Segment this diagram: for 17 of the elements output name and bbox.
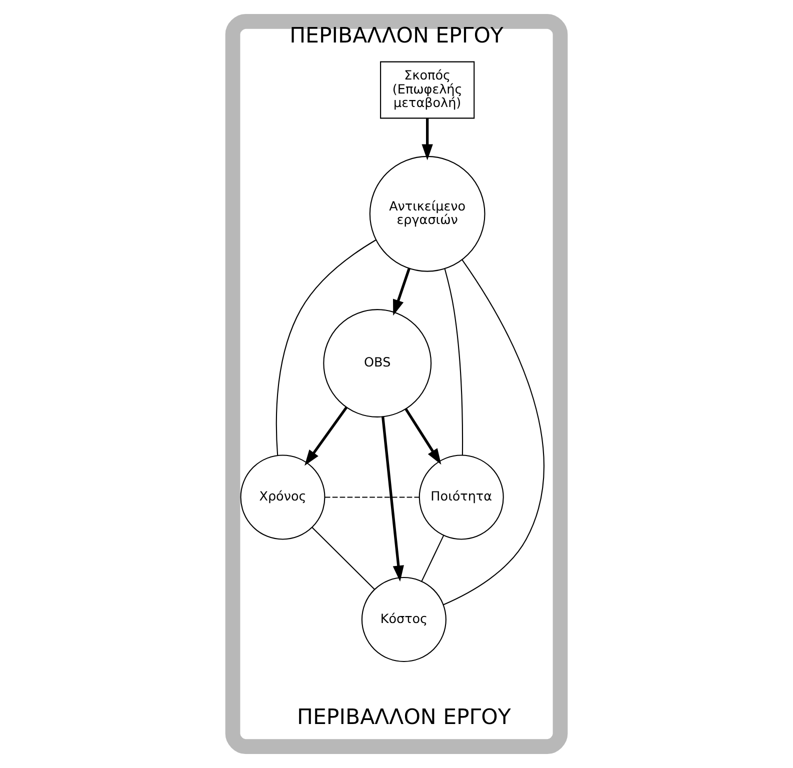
- node-circle: Αντικείμενο εργασιών: [369, 156, 486, 272]
- connector: [324, 496, 420, 498]
- connector: [312, 527, 375, 590]
- arrow: [393, 268, 410, 316]
- arrow: [382, 416, 404, 582]
- arrow: [404, 408, 442, 465]
- connector: [276, 239, 376, 456]
- arrow: [304, 406, 348, 466]
- node-box: Σκοπός (Επωφελής μεταβολή): [380, 61, 475, 119]
- connector: [443, 259, 544, 606]
- arrow: [422, 118, 433, 160]
- node-circle: Ποιότητα: [418, 454, 504, 540]
- connector: [421, 535, 444, 582]
- node-circle: Χρόνος: [240, 454, 326, 540]
- connector: [444, 268, 464, 456]
- node-circle: Κόστος: [361, 576, 446, 662]
- node-circle: OBS: [323, 309, 432, 418]
